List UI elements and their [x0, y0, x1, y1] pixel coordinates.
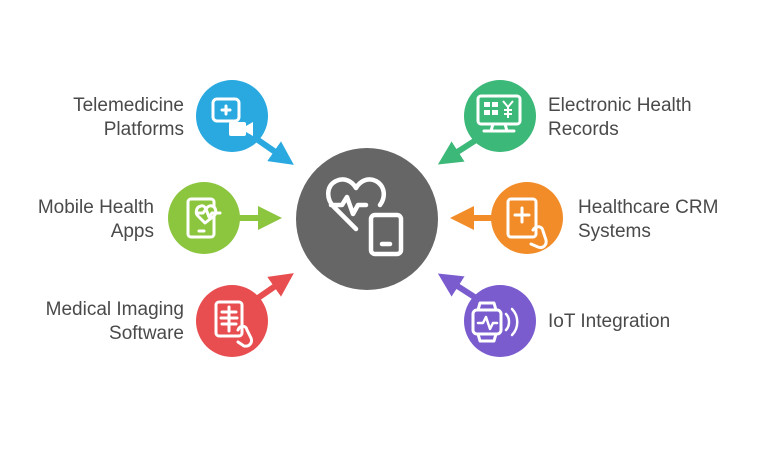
label-medical-imaging: Medical Imaging Software — [46, 298, 184, 346]
heart-monitor-tablet-icon — [326, 177, 404, 257]
label-line: Medical Imaging — [45, 299, 184, 320]
node-ehr — [464, 80, 536, 152]
label-line: IoT Integration — [548, 311, 671, 332]
smartwatch-icon — [471, 301, 519, 343]
computer-records-icon — [476, 94, 522, 133]
arrow-telemedicine — [256, 137, 294, 165]
chat-video-icon — [211, 97, 253, 136]
central-hub — [296, 148, 438, 290]
label-line: Software — [109, 323, 184, 344]
xray-hand-icon — [214, 300, 253, 348]
node-telemedicine — [196, 80, 268, 152]
node-medical-imaging — [196, 285, 268, 357]
arrow-ehr — [437, 137, 478, 165]
label-line: Mobile Health — [37, 197, 154, 218]
tablet-heart-icon — [186, 197, 222, 239]
tablet-cross-hand-icon — [506, 197, 548, 249]
arrow-medical-imaging — [256, 273, 294, 301]
label-line: Electronic Health — [548, 95, 692, 116]
node-crm — [491, 182, 563, 254]
label-line: Apps — [110, 221, 154, 242]
node-mobile-health — [168, 182, 240, 254]
label-crm: Healthcare CRM Systems — [578, 196, 718, 244]
label-line: Telemedicine — [73, 95, 184, 116]
label-iot: IoT Integration — [548, 310, 670, 334]
arrow-iot — [437, 273, 478, 301]
label-line: Healthcare CRM — [578, 197, 719, 218]
label-mobile-health: Mobile Health Apps — [38, 196, 154, 244]
label-ehr: Electronic Health Records — [548, 94, 692, 142]
label-line: Records — [548, 119, 619, 140]
label-line: Platforms — [103, 119, 184, 140]
label-line: Systems — [578, 221, 651, 242]
node-iot — [464, 285, 536, 357]
label-telemedicine: Telemedicine Platforms — [73, 94, 184, 142]
